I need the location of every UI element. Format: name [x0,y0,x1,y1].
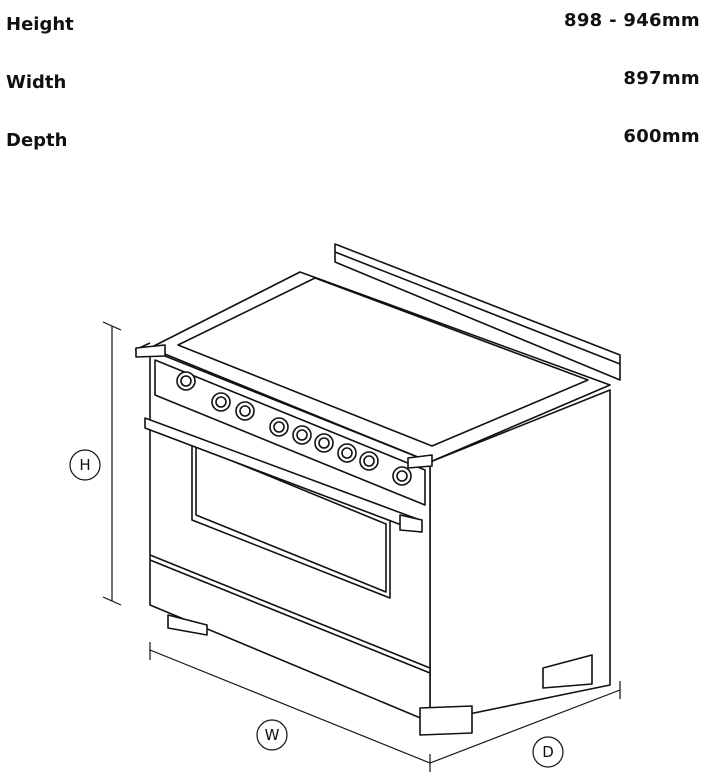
width-marker: W [265,726,280,744]
spec-value: 898 - 946mm [564,9,700,31]
side-trim-left [135,344,166,358]
depth-marker: D [542,743,554,761]
control-knobs [176,371,412,486]
oven-door [144,417,423,599]
depth-dimension [429,681,621,768]
side-trim-right [407,454,433,469]
spec-row-width: Width 897mm [6,67,700,95]
spec-value: 897mm [623,67,700,89]
spec-label: Height [6,13,74,35]
feet [167,614,593,736]
spec-row-height: Height 898 - 946mm [6,9,700,37]
height-marker: H [79,456,90,474]
height-dimension [69,321,122,606]
spec-row-depth: Depth 600mm [6,125,700,153]
spec-label: Depth [6,129,68,151]
spec-value: 600mm [623,125,700,147]
spec-label: Width [6,71,67,93]
width-dimension [149,642,431,772]
backguard [334,243,621,381]
